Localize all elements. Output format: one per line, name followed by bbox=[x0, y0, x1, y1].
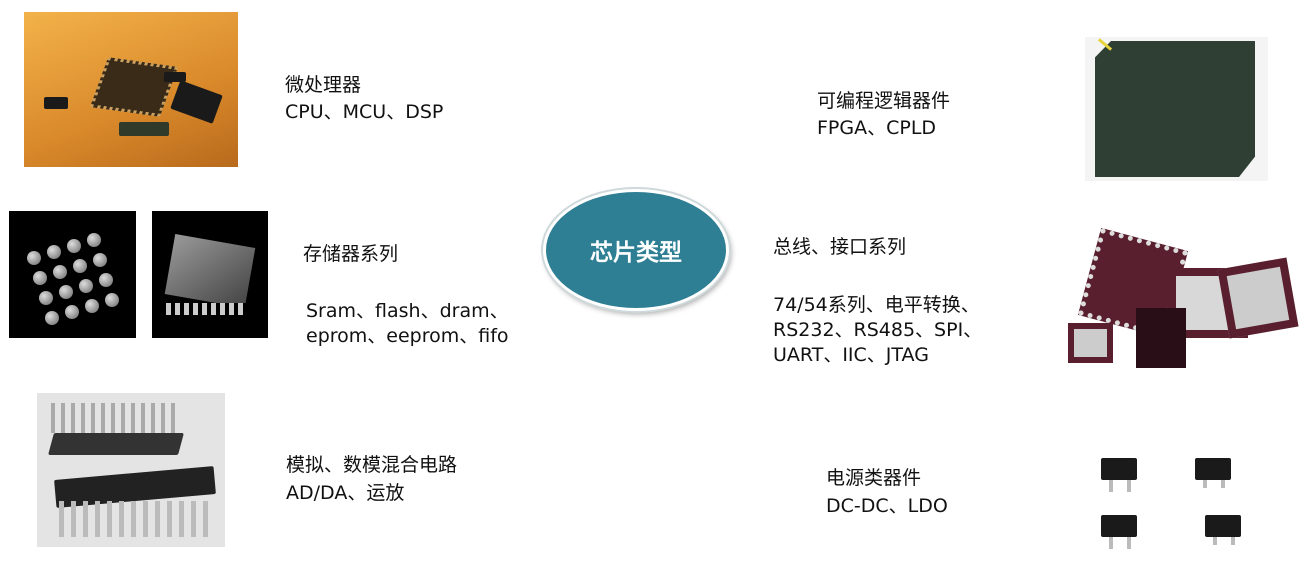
hub-label: 芯片类型 bbox=[590, 240, 682, 266]
power-chip-photo bbox=[1085, 450, 1265, 555]
analog-title: 模拟、数模混合电路 bbox=[286, 454, 458, 476]
microprocessor-desc: CPU、MCU、DSP bbox=[285, 101, 444, 123]
bus-interface-desc-2: RS232、RS485、SPI、 bbox=[773, 319, 983, 341]
power-desc: DC-DC、LDO bbox=[826, 495, 948, 517]
bus-interface-desc-1: 74/54系列、电平转换、 bbox=[773, 294, 980, 316]
programmable-logic-title: 可编程逻辑器件 bbox=[817, 90, 951, 112]
fpga-photo bbox=[1085, 37, 1268, 181]
memory-desc-1: Sram、flash、dram、 bbox=[306, 300, 509, 322]
qfn-interface-photo bbox=[1048, 228, 1305, 383]
analog-desc: AD/DA、运放 bbox=[286, 482, 405, 504]
dip-chip-photo bbox=[37, 393, 225, 547]
chip-types-hub: 芯片类型 bbox=[543, 189, 729, 311]
programmable-logic-desc: FPGA、CPLD bbox=[817, 117, 937, 139]
microprocessor-photo bbox=[24, 12, 238, 167]
bus-interface-title: 总线、接口系列 bbox=[773, 236, 907, 258]
sop-memory-photo bbox=[152, 211, 268, 338]
bus-interface-desc-3: UART、IIC、JTAG bbox=[773, 344, 929, 366]
memory-title: 存储器系列 bbox=[303, 243, 399, 265]
power-title: 电源类器件 bbox=[826, 467, 922, 489]
memory-desc-2: eprom、eeprom、fifo bbox=[306, 325, 509, 347]
microprocessor-title: 微处理器 bbox=[285, 74, 362, 96]
bga-memory-photo bbox=[9, 211, 136, 338]
